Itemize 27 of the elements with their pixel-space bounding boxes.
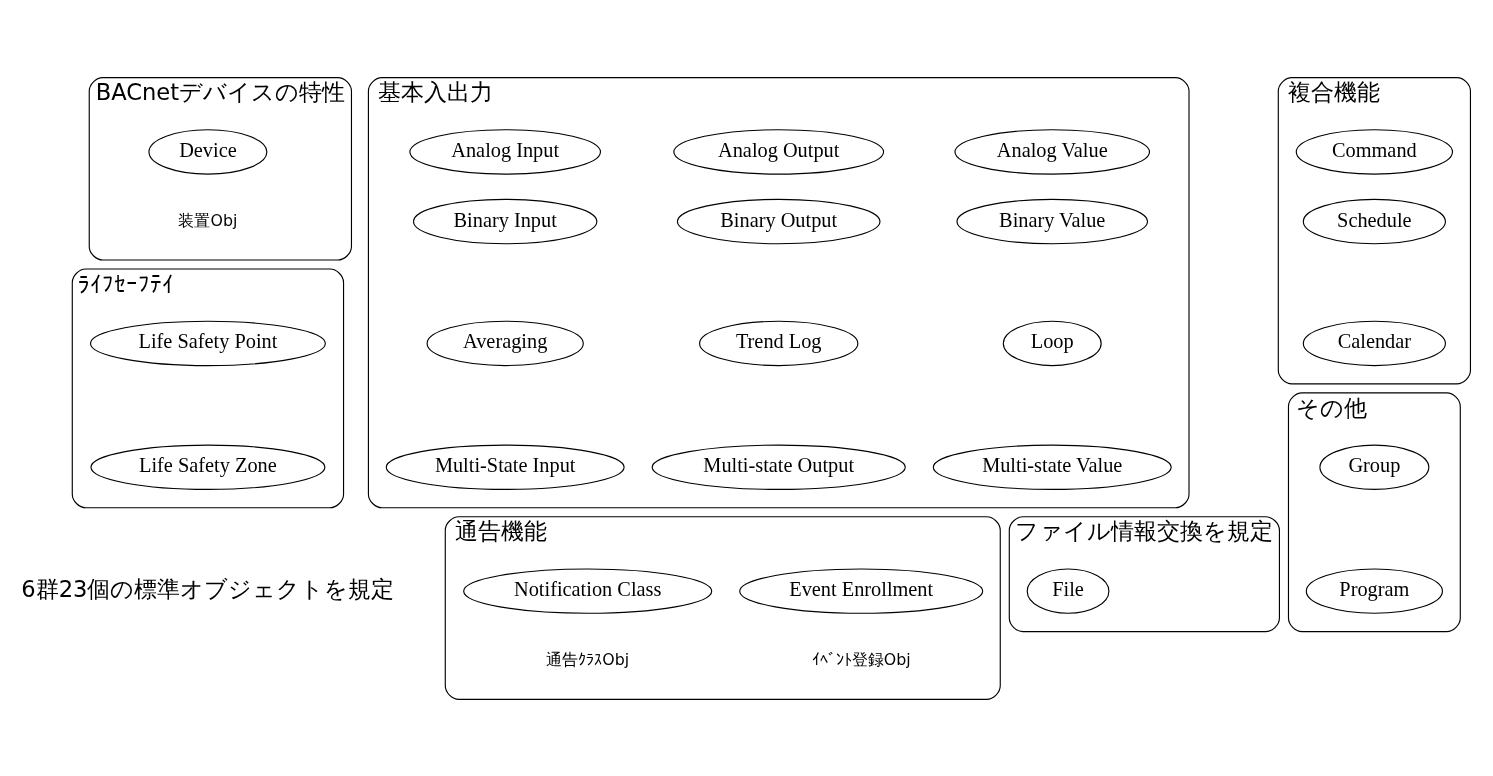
node-ellipse: Event Enrollment [739,567,984,614]
node-ellipse: Binary Output [676,198,881,244]
node-ellipse: Multi-State Input [385,444,625,490]
node-ellipse: Binary Input [412,198,598,244]
node-ellipse: Analog Output [673,128,885,175]
node-ellipse: Loop [1002,320,1102,366]
node-ellipse: Trend Log [699,320,859,366]
node-ellipse: Averaging [426,320,584,366]
node-label: 装置Obj [178,210,238,230]
node-label: ｲﾍﾞﾝﾄ登録Obj [811,649,911,669]
node-ellipse: Schedule [1302,198,1446,244]
node-ellipse: Program [1305,567,1443,614]
node-ellipse: Life Safety Point [89,320,326,366]
node-label: 通告ｸﾗｽObj [546,649,630,669]
node-ellipse: Analog Input [409,128,602,175]
node-ellipse: File [1026,567,1110,614]
node-ellipse: Binary Value [956,198,1149,244]
node-ellipse: Multi-state Output [651,444,906,490]
node-ellipse: Analog Value [954,128,1151,175]
node-ellipse: Notification Class [463,567,713,614]
node-ellipse: Group [1319,444,1430,490]
node-ellipse: Command [1295,128,1454,175]
node-ellipse: Device [148,128,268,175]
label: 6群23個の標準オブジェクトを規定 [21,575,395,602]
node-ellipse: Calendar [1302,320,1446,366]
node-ellipse: Life Safety Zone [90,444,326,490]
node-ellipse: Multi-state Value [932,444,1172,490]
